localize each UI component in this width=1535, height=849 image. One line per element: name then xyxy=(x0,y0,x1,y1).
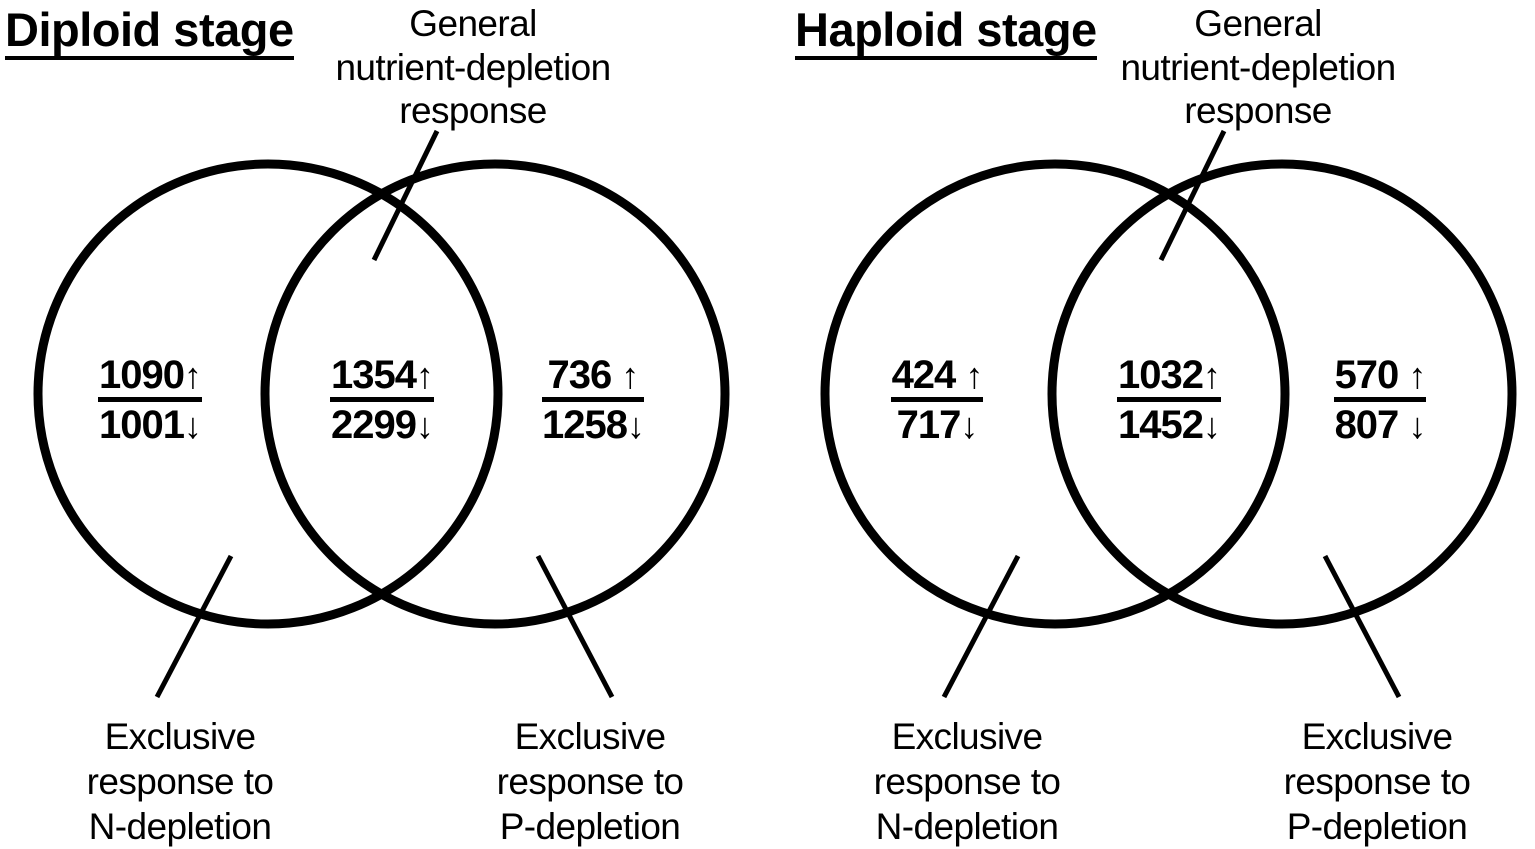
panel-haploid: Haploid stage General nutrient-depletion… xyxy=(790,0,1535,848)
region-up-count: 1032 xyxy=(1118,353,1204,397)
region-up-count: 736 xyxy=(547,353,613,397)
up-arrow-icon: ↑ xyxy=(183,355,202,396)
callout-exclusive-p-diploid: Exclusive response to P-depletion xyxy=(440,714,740,849)
region-down-count: 1001 xyxy=(99,403,185,447)
callout-line-1: Exclusive xyxy=(104,716,256,757)
up-arrow-icon: ↑ xyxy=(621,355,639,396)
venn-circle-p-depletion xyxy=(1047,159,1517,629)
callout-line-2: response to xyxy=(873,761,1061,803)
region-up-count: 1090 xyxy=(99,353,185,397)
callout-line-3: response xyxy=(1184,90,1332,132)
callout-line-1: General xyxy=(1194,3,1322,44)
down-arrow-icon: ↓ xyxy=(626,405,645,446)
callout-line-1: Exclusive xyxy=(514,716,666,757)
leader-line-general-response xyxy=(371,129,440,262)
venn-circle-n-depletion xyxy=(33,159,503,629)
venn-circles-haploid xyxy=(820,129,1517,699)
leader-line-general-response xyxy=(1158,129,1227,262)
page-title-diploid: Diploid stage xyxy=(5,6,294,60)
region-up-count: 570 xyxy=(1334,353,1400,397)
callout-line-3: N-depletion xyxy=(88,806,272,848)
leader-line-exclusive-n xyxy=(941,554,1021,699)
region-value-intersection-haploid: 1032↑ 1452↓ xyxy=(1064,355,1274,445)
panel-diploid: Diploid stage General nutrient-depletion… xyxy=(0,0,760,848)
region-down-count: 717 xyxy=(896,403,962,447)
up-arrow-icon: ↑ xyxy=(1202,355,1221,396)
down-arrow-icon: ↓ xyxy=(1202,405,1221,446)
callout-line-3: response xyxy=(399,90,547,132)
region-value-intersection-diploid: 1354↑ 2299↓ xyxy=(277,355,487,445)
region-down-count: 2299 xyxy=(331,403,417,447)
region-up-count: 424 xyxy=(891,353,957,397)
leader-line-exclusive-p xyxy=(1322,554,1402,699)
callout-exclusive-p-haploid: Exclusive response to P-depletion xyxy=(1227,714,1527,849)
callout-line-2: nutrient-depletion xyxy=(335,46,611,88)
callout-line-3: P-depletion xyxy=(1286,806,1468,848)
callout-line-2: response to xyxy=(496,761,684,803)
region-value-right-only-haploid: 570 ↑ 807 ↓ xyxy=(1275,355,1485,445)
down-arrow-icon: ↓ xyxy=(183,405,202,446)
callout-line-1: Exclusive xyxy=(891,716,1043,757)
venn-circle-p-depletion xyxy=(260,159,730,629)
callout-line-3: N-depletion xyxy=(875,806,1059,848)
region-value-right-only-diploid: 736 ↑ 1258↓ xyxy=(488,355,698,445)
callout-general-response-haploid: General nutrient-depletion response xyxy=(1058,2,1458,133)
leader-line-exclusive-p xyxy=(535,554,615,699)
callout-line-2: nutrient-depletion xyxy=(1120,46,1396,88)
callout-exclusive-n-diploid: Exclusive response to N-depletion xyxy=(30,714,330,849)
leader-line-exclusive-n xyxy=(154,554,234,699)
region-up-count: 1354 xyxy=(331,353,417,397)
region-down-count: 1452 xyxy=(1118,403,1204,447)
callout-line-3: P-depletion xyxy=(499,806,681,848)
up-arrow-icon: ↑ xyxy=(415,355,434,396)
page-title-haploid: Haploid stage xyxy=(795,6,1097,60)
up-arrow-icon: ↑ xyxy=(965,355,983,396)
callout-line-2: response to xyxy=(1283,761,1471,803)
region-value-left-only-diploid: 1090↑ 1001↓ xyxy=(45,355,255,445)
down-arrow-icon: ↓ xyxy=(415,405,434,446)
region-down-count: 807 xyxy=(1334,403,1400,447)
callout-general-response-diploid: General nutrient-depletion response xyxy=(273,2,673,133)
callout-line-2: response to xyxy=(86,761,274,803)
region-value-left-only-haploid: 424 ↑ 717↓ xyxy=(832,355,1042,445)
callout-line-1: General xyxy=(409,3,537,44)
venn-circles-diploid xyxy=(33,129,730,699)
up-arrow-icon: ↑ xyxy=(1408,355,1426,396)
down-arrow-icon: ↓ xyxy=(1408,405,1426,446)
venn-circle-n-depletion xyxy=(820,159,1290,629)
region-down-count: 1258 xyxy=(542,403,628,447)
down-arrow-icon: ↓ xyxy=(960,405,978,446)
callout-exclusive-n-haploid: Exclusive response to N-depletion xyxy=(817,714,1117,849)
callout-line-1: Exclusive xyxy=(1301,716,1453,757)
